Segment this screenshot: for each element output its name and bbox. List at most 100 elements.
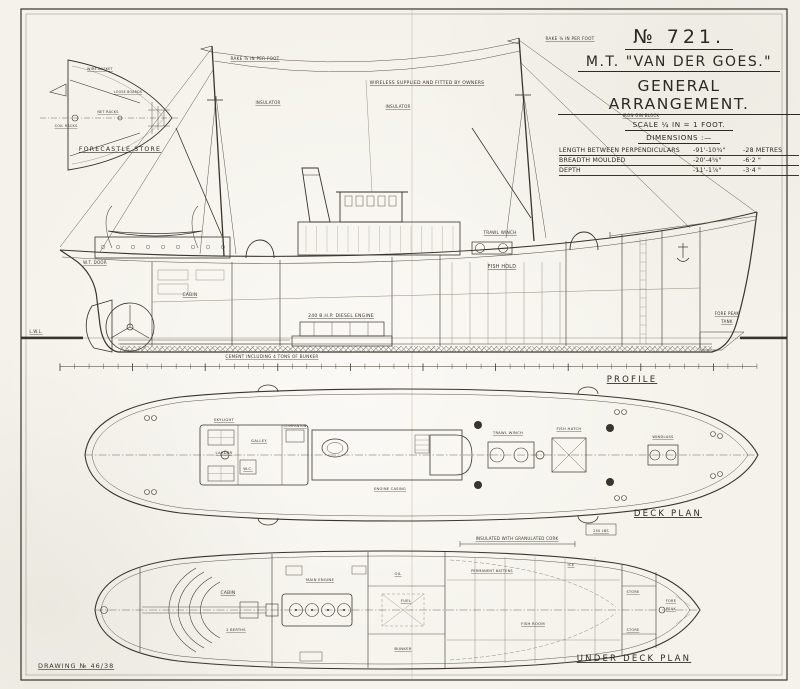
drawing-label: FORE [666, 599, 676, 603]
forecastle-store-plan: WIRE BASKET LOOSE BOARDS NET RACKS COIL RAC… [40, 59, 178, 171]
aft-deckhouse [94, 236, 231, 259]
drawing-label: GALLEY [251, 438, 267, 443]
bilge-line-upper [449, 559, 617, 608]
profile-view: WIRELESS SUPPLIED AND FITTED BY OWNERS RA… [29, 36, 758, 385]
drawing-label: COMPANION [283, 424, 306, 428]
casing [297, 221, 461, 256]
drawing-label: W.C. [243, 466, 252, 471]
deck-plan-view: SKYLIGHTGALLEYLARDERW.C.COMPANIONENGINE … [84, 384, 759, 547]
drawing-label: STORE [626, 590, 639, 594]
drawing-label: WINDLASS [652, 435, 674, 439]
drawing-label: WIRELESS SUPPLIED AND FITTED BY OWNERS [370, 80, 485, 86]
deck-plan-labels: SKYLIGHTGALLEYLARDERW.C.COMPANIONENGINE … [214, 417, 674, 541]
lifeboat [105, 205, 203, 249]
wheelhouse [336, 191, 408, 223]
drawing-title: GENERAL ARRANGEMENT. [558, 77, 800, 115]
trawl-winch-profile [471, 241, 513, 255]
drawing-label: PERMANENT BATTENS [471, 569, 513, 573]
deck-vents [474, 421, 614, 489]
fuel-tanks-plan [368, 585, 445, 635]
profile-hull [59, 211, 758, 353]
forecastle-tip-gratings [148, 102, 170, 134]
drawing-label: INSULATOR [255, 100, 280, 105]
drawing-label: FUEL [401, 598, 412, 603]
cabin-berths [100, 567, 259, 653]
under-deck-bulkheads [139, 552, 657, 668]
porthole-row [100, 244, 226, 250]
casing-panels [305, 226, 454, 252]
drawing-label: L.W.L. [29, 329, 42, 334]
drawing-label: MAIN ENGINE [306, 577, 335, 582]
drawing-label: WIRE BASKET [87, 67, 114, 71]
propeller-shaft [118, 339, 290, 345]
scale-note: SCALE ¼ IN = 1 FOOT. [624, 120, 734, 131]
vessel-name: M.T. "VAN DER GOES." [577, 54, 781, 72]
drawing-no: № 721. [624, 26, 734, 50]
drawing-label: ICE [568, 562, 575, 567]
drawing-number: DRAWING № 46/38 [38, 662, 114, 670]
dimensions-heading: DIMENSIONS :— [638, 133, 720, 144]
drawing-label: RAKE ⅜ IN PER FOOT [231, 56, 280, 61]
forecastle-store-labels: WIRE BASKET LOOSE BOARDS NET RACKS COIL RAC… [55, 67, 142, 128]
dimension-row: LENGTH BETWEEN PERPENDICULARS-91'-10¾"-2… [559, 146, 799, 156]
fore-hold-ladder [639, 238, 647, 344]
bilge-line-lower [449, 612, 617, 661]
windlass-plan [647, 444, 679, 466]
drawing-label: TRAWL WINCH [482, 230, 516, 235]
diesel-engine [291, 321, 393, 347]
engine-casing-plan [311, 429, 463, 481]
drawing-label: FISH ROOM [521, 621, 545, 626]
gallows-plan [257, 384, 599, 526]
insulation-note [459, 523, 617, 547]
drawing-label: CEMENT INCLUDING 4 TONS OF BUNKER [225, 354, 318, 359]
fore-mast [506, 37, 535, 242]
drawing-label: TANK [720, 319, 733, 324]
drawing-label: LOOSE BOARDS [114, 90, 142, 94]
drawing-label: RAKE ⅜ IN PER FOOT [546, 36, 595, 41]
forecastle-store-label: FORECASTLE STORE [79, 146, 161, 153]
drawing-label: IRON GIN BLOCK [623, 113, 660, 118]
dimensions-table: LENGTH BETWEEN PERPENDICULARS-91'-10¾"-2… [558, 146, 800, 176]
drawing-label: ENGINE CASING [374, 487, 406, 491]
drawing-label: 240 B.H.P. DIESEL ENGINE [308, 313, 374, 319]
wheelhouse-plan [429, 434, 473, 476]
fish-hold-grid [447, 557, 620, 663]
drawing-label: CABIN [221, 590, 236, 596]
waterline [21, 336, 787, 340]
drawing-label: INSULATED WITH GRANULATED CORK [476, 536, 559, 541]
drawing-label: LARDER [216, 450, 233, 455]
drawing-label: INSULATOR [385, 104, 410, 109]
fore-mast-plan [535, 450, 545, 460]
sheet-border [20, 8, 788, 681]
fish-hatch-plan [551, 437, 587, 473]
station-line [59, 363, 758, 371]
rudder [85, 299, 113, 353]
engine-room-plan [142, 565, 367, 662]
drawing-label: W.T. DOOR [83, 260, 107, 265]
main-mast [199, 45, 225, 257]
drawing-label: FISH HOLD [488, 264, 516, 270]
drawing-label: TRAWL WINCH [492, 430, 523, 435]
profile-bulkheads [151, 227, 701, 346]
gallows-frames [245, 231, 599, 259]
drawing-number-text: DRAWING № 46/38 [38, 662, 114, 670]
dimension-row: DEPTH-11'-1⅞"-3·4 " [559, 166, 799, 176]
drawing-label: NET RACKS [97, 110, 118, 114]
drawing-label: COIL RACKS [55, 124, 78, 128]
drawing-label: FISH HATCH [556, 426, 581, 431]
fore-store-plan [622, 585, 691, 635]
under-deck-plan-label: UNDER DECK PLAN [577, 654, 691, 664]
funnel [301, 167, 331, 223]
drawing-label: 250 LBS [593, 529, 609, 533]
drawing-label: PEAK [666, 607, 676, 611]
drawing-label: CABIN [183, 292, 198, 298]
title-block: № 721. M.T. "VAN DER GOES." GENERAL ARRA… [558, 26, 800, 176]
profile-label: PROFILE [607, 375, 658, 385]
profile-labels: WIRELESS SUPPLIED AND FITTED BY OWNERS RA… [29, 36, 739, 359]
bollards [144, 409, 723, 501]
drawing-label: FORE PEAK [715, 311, 740, 316]
